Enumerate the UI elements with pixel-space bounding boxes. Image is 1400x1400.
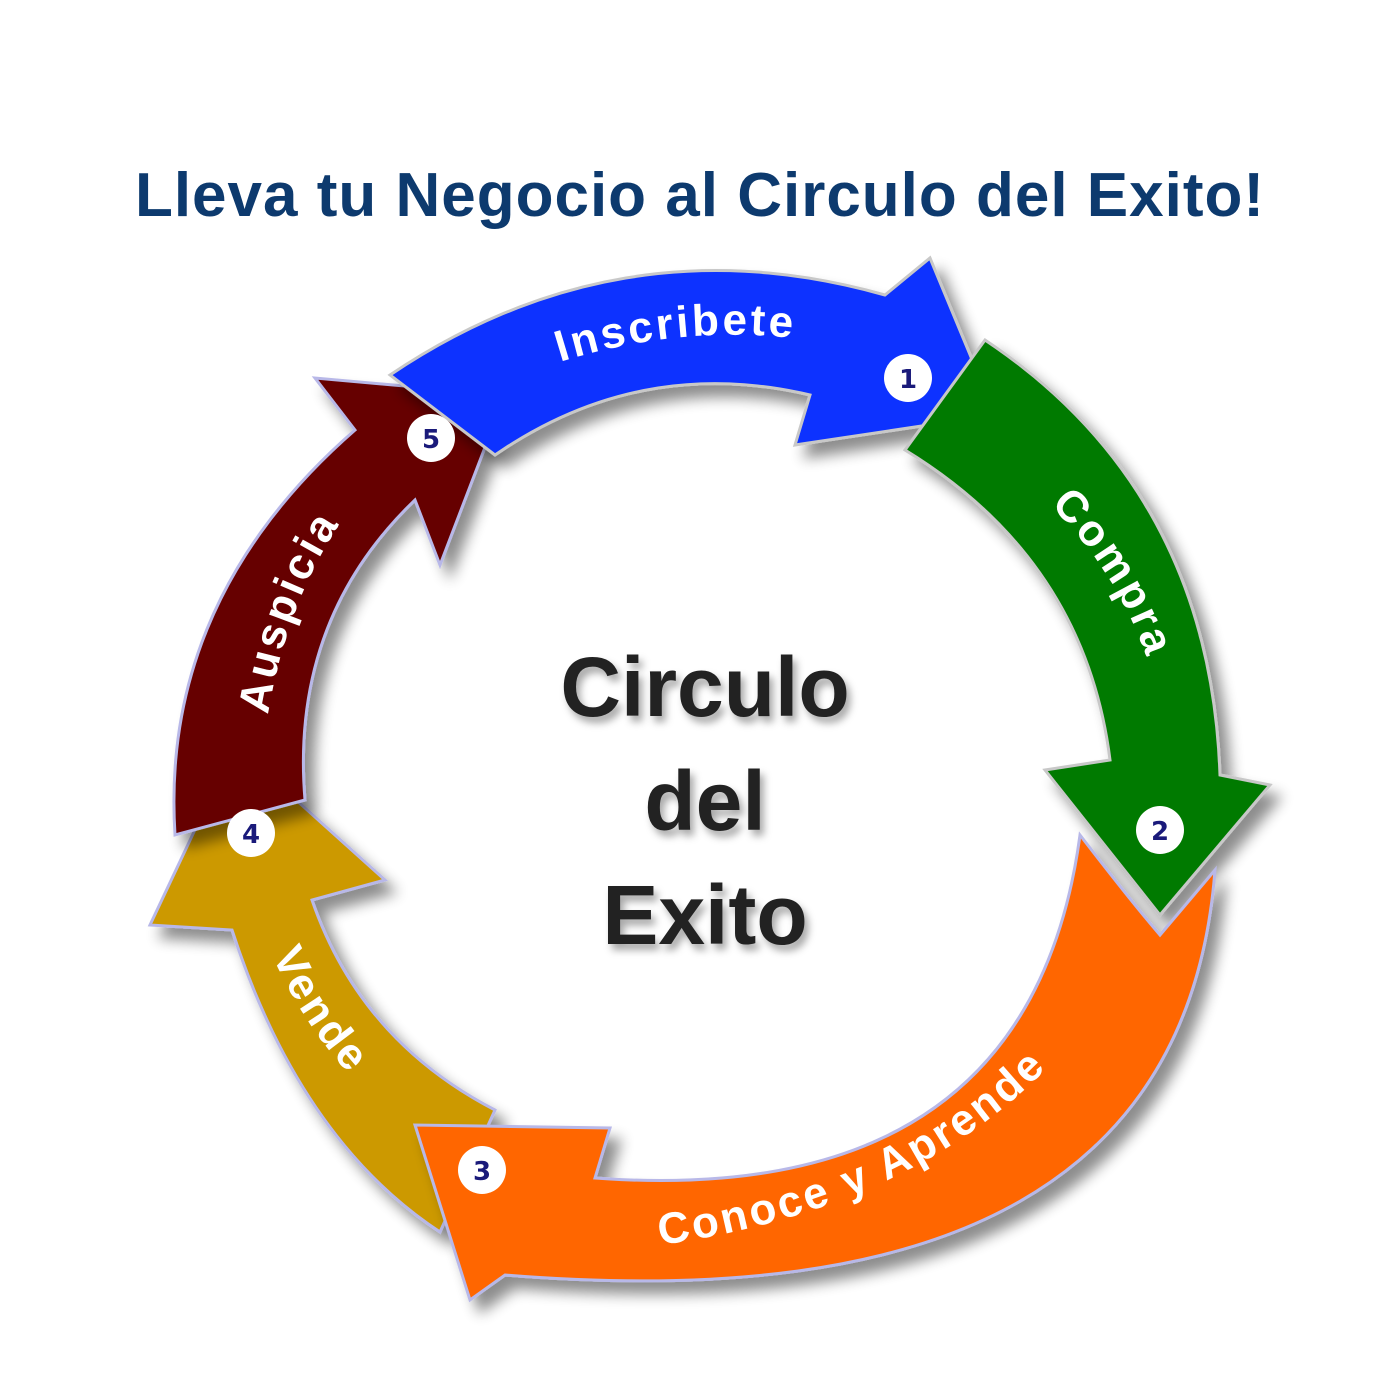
center-title: Circulo del Exito (480, 630, 930, 972)
step-3-badge: 3 (458, 1146, 506, 1194)
svg-text:4: 4 (242, 820, 260, 850)
center-line-2: del (644, 754, 766, 848)
svg-text:1: 1 (899, 365, 917, 395)
center-line-3: Exito (602, 868, 808, 962)
svg-text:2: 2 (1151, 817, 1169, 847)
step-3-arrow (412, 831, 1217, 1303)
step-1-arrow (387, 255, 998, 457)
svg-text:3: 3 (473, 1157, 491, 1187)
diagram-title: Lleva tu Negocio al Circulo del Exito! (134, 161, 1266, 230)
step-5-badge: 5 (407, 414, 455, 462)
step-2-badge: 2 (1136, 806, 1184, 854)
center-line-1: Circulo (560, 640, 850, 734)
step-1-badge: 1 (884, 354, 932, 402)
step-5-arrow (172, 376, 508, 837)
step-4-badge: 4 (227, 809, 275, 857)
step-2-arrow (902, 337, 1273, 918)
svg-text:5: 5 (422, 425, 440, 455)
step-4-arrow (147, 742, 497, 1235)
